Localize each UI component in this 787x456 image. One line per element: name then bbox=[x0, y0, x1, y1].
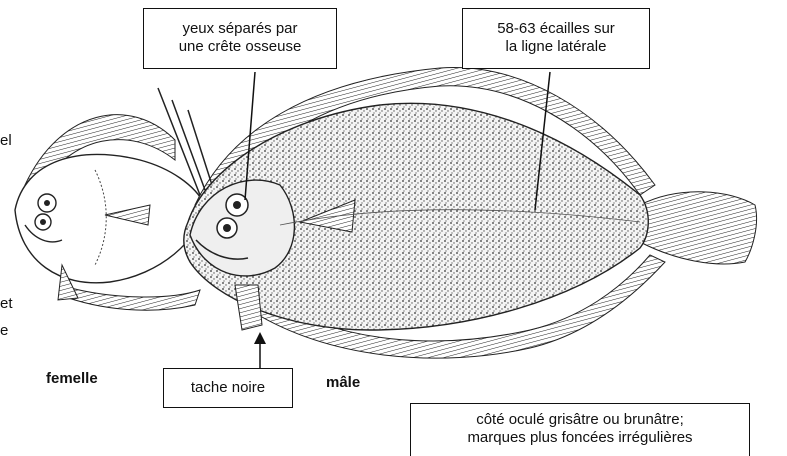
edge-fragment-c: e bbox=[0, 322, 8, 339]
scales-callout-line2: la ligne latérale bbox=[463, 38, 649, 56]
spot-callout-text: tache noire bbox=[164, 379, 292, 397]
blind-side-callout-line2: marques plus foncées irrégulières bbox=[411, 429, 749, 447]
male-pelvic-fin bbox=[235, 285, 262, 330]
female-label: femelle bbox=[46, 370, 98, 387]
scales-callout-line1: 58-63 écailles sur bbox=[463, 20, 649, 38]
eyes-callout: yeux séparés par une crête osseuse bbox=[143, 8, 337, 69]
female-fish bbox=[15, 115, 205, 311]
eyes-callout-line1: yeux séparés par bbox=[144, 20, 336, 38]
edge-fragment-a: el bbox=[0, 132, 12, 149]
male-label: mâle bbox=[326, 374, 360, 391]
female-anal-fin bbox=[60, 285, 200, 310]
male-fish bbox=[158, 67, 757, 358]
edge-fragment-b: et bbox=[0, 295, 13, 312]
scales-callout: 58-63 écailles sur la ligne latérale bbox=[462, 8, 650, 69]
eyes-callout-line2: une crête osseuse bbox=[144, 38, 336, 56]
blind-side-callout: côté oculé grisâtre ou brunâtre; marques… bbox=[410, 403, 750, 456]
spot-callout: tache noire bbox=[163, 368, 293, 408]
blind-side-callout-line1: côté oculé grisâtre ou brunâtre; bbox=[411, 411, 749, 429]
male-tail-fin bbox=[640, 192, 757, 264]
